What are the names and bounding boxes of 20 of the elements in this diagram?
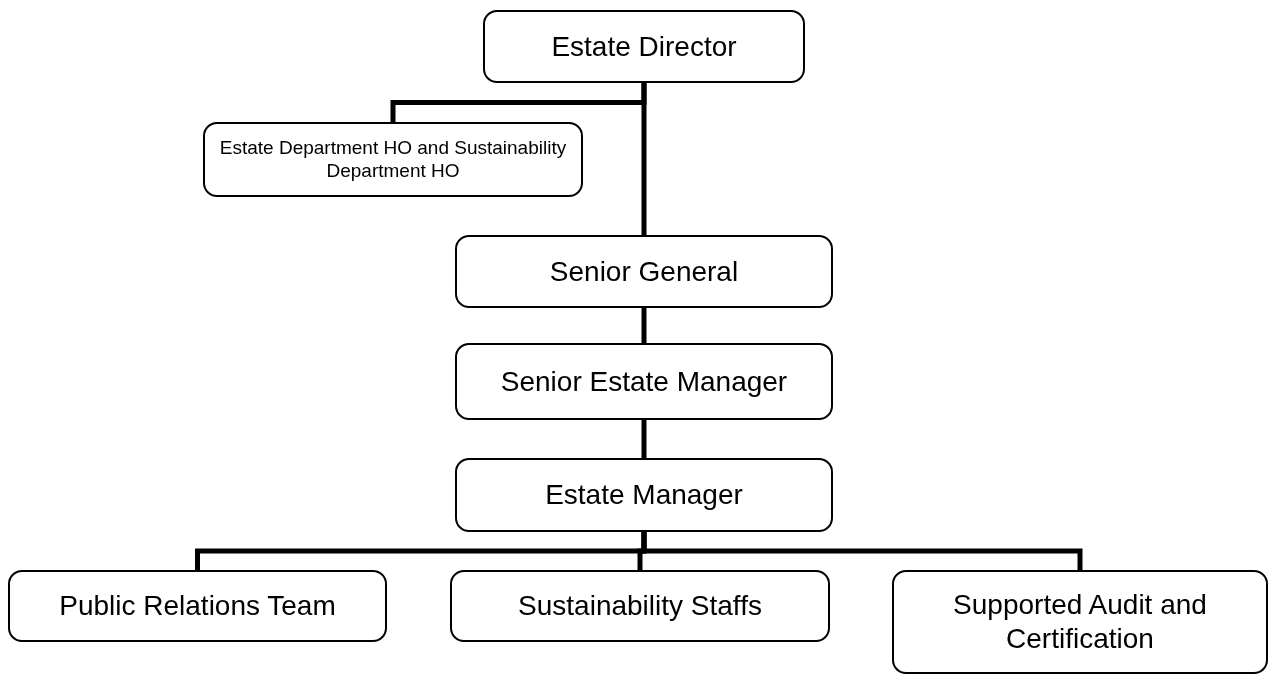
connector-line bbox=[641, 532, 1083, 570]
role-title: Supported Audit and Certification bbox=[952, 588, 1208, 656]
role-title: Estate Manager bbox=[545, 478, 743, 512]
role-box bbox=[450, 570, 830, 642]
role-box bbox=[8, 570, 387, 642]
role-title: Sustainability Staffs bbox=[518, 589, 762, 623]
role-box bbox=[483, 10, 805, 83]
connector-line bbox=[641, 420, 647, 458]
role-title: Senior General bbox=[549, 254, 739, 289]
role-title: Estate Department HO and Sustainability Department HO bbox=[218, 136, 568, 183]
connector-line bbox=[641, 83, 647, 235]
role-title: Estate Director bbox=[551, 29, 737, 64]
connector-line bbox=[641, 308, 647, 343]
role-title: Public Relations Team bbox=[59, 589, 336, 623]
role-box bbox=[455, 235, 833, 308]
role-box bbox=[892, 570, 1268, 674]
role-box bbox=[203, 122, 583, 197]
role-box bbox=[455, 343, 833, 420]
role-box bbox=[455, 458, 833, 532]
role-title: Senior Estate Manager bbox=[500, 364, 788, 399]
